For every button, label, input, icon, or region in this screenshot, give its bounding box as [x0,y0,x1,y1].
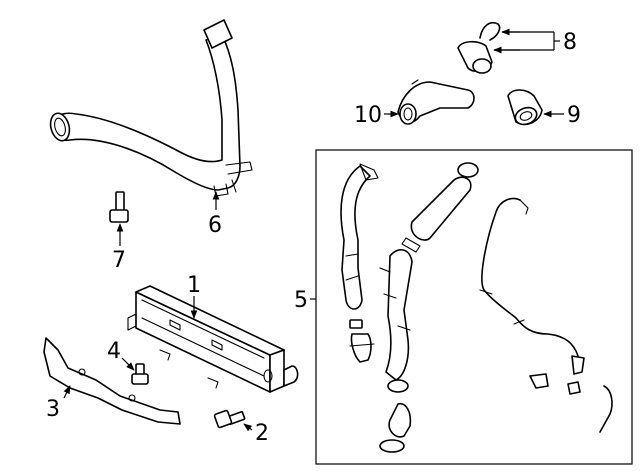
callout-10: 10 [354,103,382,128]
callout-1: 1 [187,273,201,298]
callout-5: 5 [294,288,308,313]
boot-9 [507,89,543,126]
leader-lines [63,28,564,432]
bolt-7 [109,191,129,223]
bolt-2 [213,409,246,429]
callout-2: 2 [255,421,269,446]
callout-6: 6 [208,213,222,238]
callout-8: 8 [563,30,577,55]
charge-pipe-upper [49,19,253,197]
hose-clamp-8 [457,22,501,74]
callout-3: 3 [46,397,60,422]
coupler-10 [397,79,475,125]
callout-7: 7 [112,248,126,273]
callout-4: 4 [107,339,121,364]
bolt-4 [131,363,149,385]
callout-9: 9 [567,103,581,128]
kit-box-5 [315,149,633,465]
bracket-3 [43,337,181,425]
intercooler [127,285,299,393]
